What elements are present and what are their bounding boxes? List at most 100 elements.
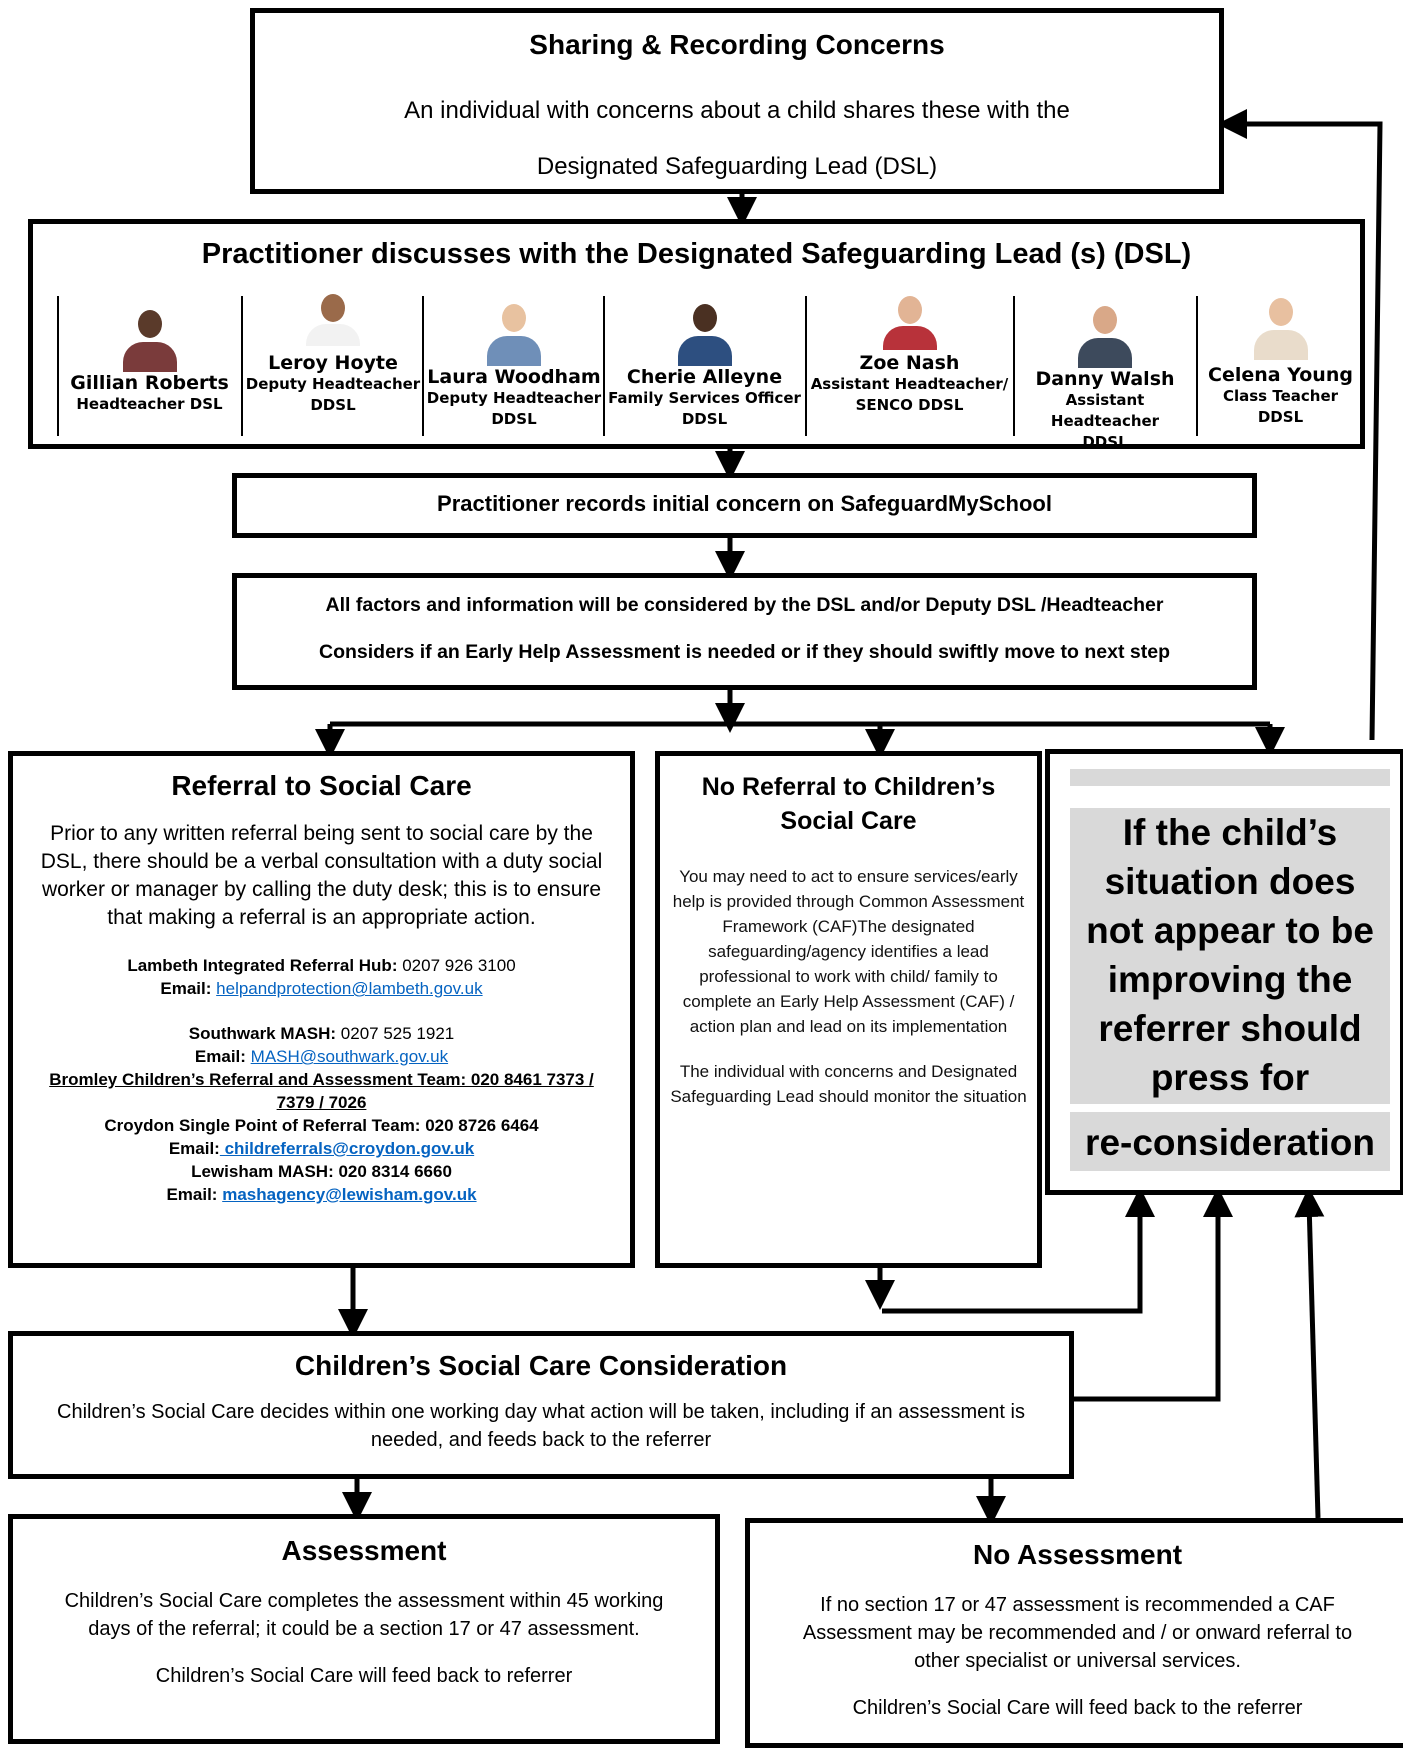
staff-divider xyxy=(57,296,59,436)
reconsideration-line: referrer should xyxy=(1098,1008,1362,1049)
staff-photo xyxy=(672,296,738,366)
highlight-block xyxy=(1070,808,1390,1104)
record-concern-title: Practitioner records initial concern on … xyxy=(437,491,1052,516)
staff-divider xyxy=(422,296,424,436)
social-care-consideration-text: Children’s Social Care decides within on… xyxy=(57,1401,1025,1451)
staff-photo xyxy=(300,290,366,346)
staff-divider xyxy=(241,296,243,436)
sharing-concerns-title: Sharing & Recording Concerns xyxy=(529,29,945,60)
no-referral-title-line1: No Referral to Children’s xyxy=(701,773,996,801)
staff-role-2: DDSL xyxy=(491,410,537,428)
croydon-email-label: Email: xyxy=(168,1139,220,1158)
staff-divider xyxy=(1013,296,1015,436)
staff-card-laura-woodham: Laura Woodham Deputy Headteacher DDSL xyxy=(424,290,604,432)
staff-photo xyxy=(1248,290,1314,360)
no-assessment-feedback-text: Children’s Social Care will feed back to… xyxy=(852,1697,1303,1719)
staff-card-leroy-hoyte: Leroy Hoyte Deputy Headteacher DDSL xyxy=(243,290,423,432)
reconsideration-line: situation does xyxy=(1104,861,1356,902)
lambeth-phone: 0207 926 3100 xyxy=(397,956,516,975)
factors-line1: All factors and information will be cons… xyxy=(325,594,1164,616)
no-referral-text: You may need to act to ensure services/e… xyxy=(672,867,1025,1036)
reconsideration-text: If the child’s situation does not appear… xyxy=(1070,808,1390,1102)
staff-role: Headteacher DSL xyxy=(76,395,223,413)
staff-role: Assistant Headteacher xyxy=(1050,391,1160,430)
dsl-discussion-title: Practitioner discusses with the Designat… xyxy=(201,238,1192,270)
southwark-label: Southwark MASH: xyxy=(188,1024,337,1043)
highlight-block-last xyxy=(1070,1112,1390,1171)
staff-name: Danny Walsh xyxy=(1035,368,1175,390)
social-care-consideration-box: Children’s Social Care Consideration Chi… xyxy=(8,1331,1074,1479)
lambeth-email-link[interactable]: helpandprotection@lambeth.gov.uk xyxy=(216,979,483,998)
no-assessment-box: No Assessment If no section 17 or 47 ass… xyxy=(745,1518,1403,1748)
staff-card-zoe-nash: Zoe Nash Assistant Headteacher/ SENCO DD… xyxy=(807,290,1012,432)
staff-divider xyxy=(805,296,807,436)
factors-line2: Considers if an Early Help Assessment is… xyxy=(318,641,1170,663)
staff-role: Assistant Headteacher/ xyxy=(810,375,1009,393)
croydon-email-link[interactable]: childreferrals@croydon.gov.uk xyxy=(219,1139,475,1158)
staff-photo xyxy=(481,296,547,366)
staff-role: Deputy Headteacher xyxy=(426,389,602,407)
staff-name: Leroy Hoyte xyxy=(268,352,398,374)
assessment-box: Assessment Children’s Social Care comple… xyxy=(8,1514,720,1744)
no-referral-box: No Referral to Children’s Social Care Yo… xyxy=(655,751,1042,1268)
no-assessment-text: If no section 17 or 47 assessment is rec… xyxy=(802,1594,1353,1672)
reconsideration-line: improving the xyxy=(1107,959,1353,1000)
staff-photo xyxy=(1072,298,1138,368)
staff-card-danny-walsh: Danny Walsh Assistant Headteacher DDSL xyxy=(1015,290,1195,451)
bromley-contact: Bromley Children’s Referral and Assessme… xyxy=(49,1070,594,1112)
staff-role: Family Services Officer xyxy=(608,389,801,407)
assessment-text: Children’s Social Care completes the ass… xyxy=(64,1590,664,1640)
staff-card-cherie-alleyne: Cherie Alleyne Family Services Officer D… xyxy=(605,290,804,432)
lewisham-contact: Lewisham MASH: 020 8314 6660 xyxy=(191,1162,452,1181)
lewisham-email-link[interactable]: mashagency@lewisham.gov.uk xyxy=(222,1185,477,1204)
croydon-email: Email: childreferrals@croydon.gov.uk xyxy=(13,1137,630,1160)
staff-divider xyxy=(1196,296,1198,436)
social-care-consideration-title: Children’s Social Care Consideration xyxy=(294,1350,788,1381)
referral-social-care-title: Referral to Social Care xyxy=(171,770,472,801)
staff-name: Gillian Roberts xyxy=(70,372,229,394)
lewisham-email-label: Email: xyxy=(166,1185,218,1204)
staff-role: Class Teacher xyxy=(1222,387,1339,405)
arrow-6-to-7 xyxy=(882,1187,1155,1314)
highlight-bar xyxy=(1070,769,1390,786)
staff-name: Celena Young xyxy=(1208,364,1353,386)
dsl-discussion-box: Practitioner discusses with the Designat… xyxy=(28,219,1365,451)
reconsideration-line: not appear to be xyxy=(1086,910,1374,951)
referral-social-care-box: Referral to Social Care Prior to any wri… xyxy=(8,751,635,1268)
lambeth-label: Lambeth Integrated Referral Hub: xyxy=(127,956,398,975)
record-concern-box: Practitioner records initial concern on … xyxy=(232,473,1257,538)
no-referral-monitor-text: The individual with concerns and Designa… xyxy=(670,1062,1027,1106)
reconsideration-line: press for xyxy=(1150,1057,1310,1098)
staff-card-celena-young: Celena Young Class Teacher DDSL xyxy=(1198,290,1363,432)
staff-name: Cherie Alleyne xyxy=(626,366,783,388)
staff-role-2: DDSL xyxy=(310,396,356,414)
southwark-email-link[interactable]: MASH@southwark.gov.uk xyxy=(250,1047,449,1066)
southwark-contact: Southwark MASH: 0207 525 1921 Email: MAS… xyxy=(13,1022,630,1068)
staff-role-2: DDSL xyxy=(681,410,728,428)
no-referral-title-line2: Social Care xyxy=(780,807,917,835)
staff-role-2: DDSL xyxy=(1082,433,1128,451)
staff-role: Deputy Headteacher xyxy=(245,375,421,393)
referral-social-care-text: Prior to any written referral being sent… xyxy=(40,822,603,929)
arrow-10-to-7 xyxy=(1294,1187,1325,1519)
reconsideration-line: If the child’s xyxy=(1122,812,1338,853)
staff-divider xyxy=(603,296,605,436)
sharing-concerns-text: An individual with concerns about a chil… xyxy=(255,83,1219,195)
factors-considered-box: All factors and information will be cons… xyxy=(232,573,1257,690)
arrow-8-to-7 xyxy=(1074,1187,1233,1402)
sharing-concerns-line2: Designated Safeguarding Lead (DSL) xyxy=(536,153,938,180)
southwark-phone: 0207 525 1921 xyxy=(336,1024,455,1043)
arrow-reconsider-loop xyxy=(1217,109,1383,741)
lambeth-contact: Lambeth Integrated Referral Hub: 0207 92… xyxy=(13,954,630,1000)
reconsideration-last-line: re-consideration xyxy=(1085,1122,1375,1163)
staff-name: Zoe Nash xyxy=(859,352,960,374)
no-referral-title: No Referral to Children’s Social Care xyxy=(660,770,1037,838)
lambeth-email-label: Email: xyxy=(160,979,212,998)
croydon-contact: Croydon Single Point of Referral Team: 0… xyxy=(104,1116,539,1135)
staff-name: Laura Woodham xyxy=(427,366,601,388)
lewisham-email: Email: mashagency@lewisham.gov.uk xyxy=(13,1183,630,1206)
staff-photo xyxy=(877,290,943,350)
staff-role-2: SENCO DDSL xyxy=(855,396,964,414)
staff-photo xyxy=(117,302,183,372)
